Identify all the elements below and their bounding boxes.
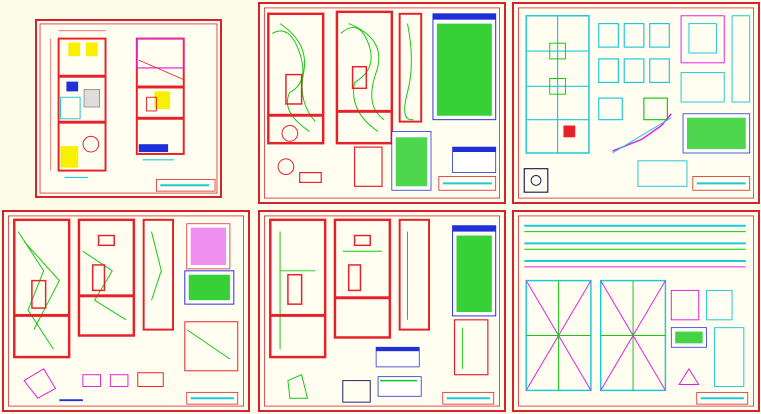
sheet-2-drawing — [263, 7, 501, 199]
sheet-5-drawing — [263, 215, 501, 407]
footing-details — [598, 23, 672, 154]
title-block-1 — [155, 178, 216, 192]
water-legend — [452, 225, 497, 317]
title-block-6 — [696, 391, 749, 405]
sanitary-details — [277, 131, 497, 191]
sheet-3-foundations[interactable] — [512, 2, 760, 204]
sanitary-plan-1 — [267, 12, 325, 145]
electrical-plan-1 — [13, 218, 71, 359]
foundation-plan — [525, 15, 590, 154]
sheet-4-drawing — [7, 215, 245, 407]
slab-plan-1 — [525, 279, 592, 392]
sanitary-plan-3 — [398, 12, 423, 123]
sanitary-plan-2 — [335, 10, 394, 145]
sheet-3-drawing — [517, 7, 755, 199]
sheet-4-electrical[interactable] — [2, 210, 250, 412]
electrical-details — [23, 368, 239, 405]
beam-elevations — [524, 224, 746, 268]
stair-and-section-details — [670, 289, 745, 387]
sheet-6-beams[interactable] — [512, 210, 760, 412]
column-details — [637, 15, 751, 187]
sanitary-legend — [432, 13, 497, 121]
floor-plan-1 — [50, 30, 107, 179]
water-plan-1 — [269, 218, 327, 359]
slab-plan-2 — [599, 279, 667, 392]
electrical-plan-2 — [77, 218, 136, 337]
sheet-2-sanitary[interactable] — [258, 2, 506, 204]
floor-plan-2 — [135, 37, 185, 161]
sheet-5-water[interactable] — [258, 210, 506, 412]
water-details — [287, 319, 495, 405]
water-plan-3 — [398, 218, 431, 331]
sheet-1-architecture[interactable] — [35, 19, 222, 198]
sheet-1-drawing — [39, 23, 218, 194]
water-plan-2 — [333, 218, 392, 339]
location-map — [523, 168, 549, 193]
title-block-3 — [692, 176, 751, 191]
sheet-6-drawing — [517, 215, 755, 407]
electrical-plan-3 — [142, 218, 175, 331]
electrical-legend — [184, 223, 239, 372]
